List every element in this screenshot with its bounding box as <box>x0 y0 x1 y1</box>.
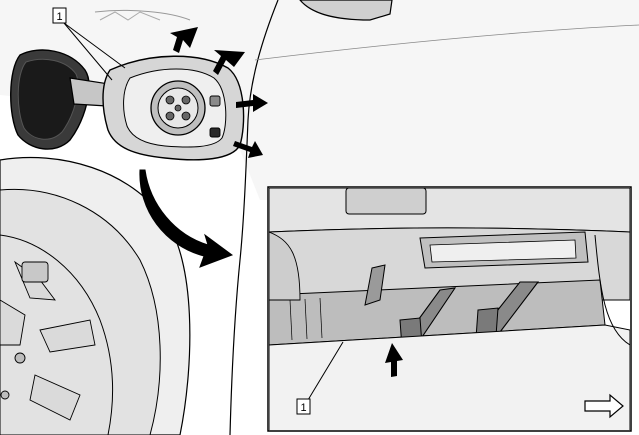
arrow-clip-1 <box>170 27 198 53</box>
arrow-clip-4 <box>233 141 263 158</box>
wheel-assembly <box>0 156 191 435</box>
callout-1-main: 1 <box>52 7 126 81</box>
arrow-inset-clip <box>385 343 403 377</box>
callout-label: 1 <box>300 402 306 414</box>
detail-inset <box>267 186 632 432</box>
charge-port-housing <box>102 55 245 161</box>
callout-label: 1 <box>56 11 62 23</box>
charge-door-open <box>10 49 146 150</box>
arrow-clip-2 <box>213 50 245 75</box>
right-arrow-outline-icon <box>584 393 624 419</box>
arrow-clip-3 <box>236 94 268 112</box>
curved-transition-arrow <box>139 169 234 268</box>
callout-1-inset: 1 <box>296 341 344 415</box>
clip-arrows <box>170 27 268 158</box>
